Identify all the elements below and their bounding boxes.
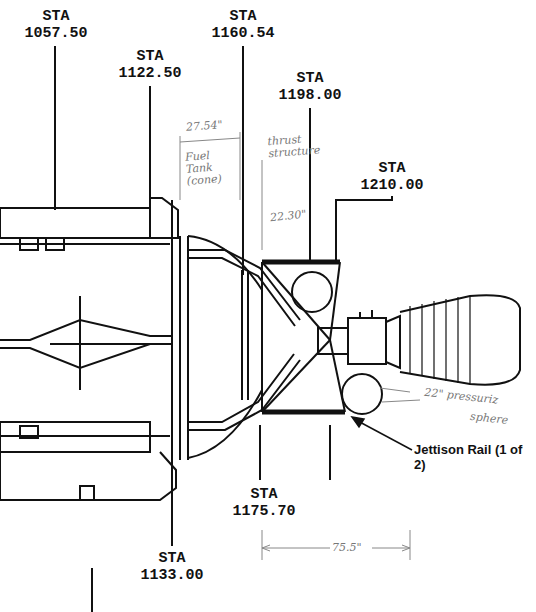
- handwritten-note: sphere: [470, 411, 531, 429]
- handwritten-note: Fuel Tank (cone): [185, 148, 237, 187]
- station-label: STA 1160.54: [205, 8, 281, 42]
- station-label: STA 1210.00: [354, 160, 430, 194]
- handwritten-note: 22" pressuriz: [424, 387, 525, 409]
- callout-label: Jettison Rail (1 of 2): [414, 442, 524, 472]
- station-label: STA 1198.00: [272, 70, 348, 104]
- dimension-note: 75.5": [332, 542, 372, 554]
- station-label: STA 1175.70: [226, 486, 302, 520]
- station-label: STA 1133.00: [134, 550, 210, 584]
- dimension-note: 22.30": [269, 208, 314, 225]
- station-label: STA 1122.50: [112, 48, 188, 82]
- station-label: STA 1057.50: [18, 8, 94, 42]
- dimension-note: 27.54": [186, 118, 237, 133]
- handwritten-note: thrust structure: [267, 132, 331, 160]
